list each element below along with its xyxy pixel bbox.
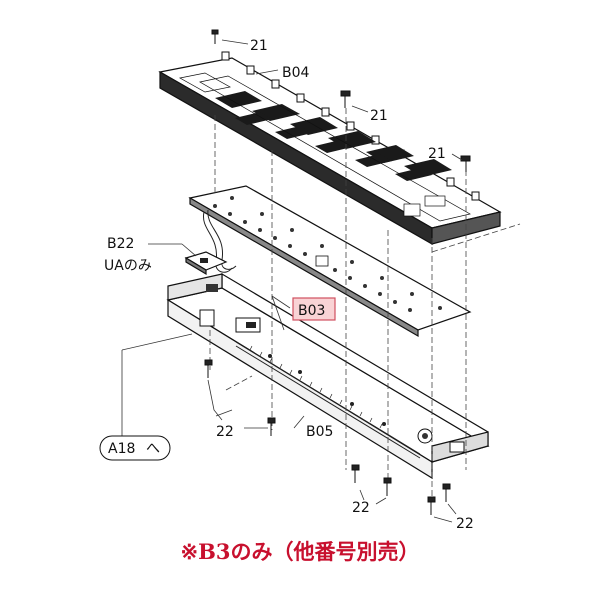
ref-a18-label: A18 <box>108 441 135 457</box>
screw-22-label-b: 22 <box>352 500 370 516</box>
alignment-lines <box>209 108 521 500</box>
board-b22-label: B22 <box>107 236 134 252</box>
chassis-b05 <box>166 272 490 480</box>
screw-22-label-c: 22 <box>456 516 474 532</box>
top-panel-b04 <box>158 51 502 246</box>
ref-a18-callout: A18 へ <box>99 435 171 461</box>
arrow-icon: へ <box>146 441 160 457</box>
small-board-b22 <box>184 251 228 276</box>
screw-21-label-b: 21 <box>370 108 388 124</box>
ua-only-label: UAのみ <box>104 258 152 274</box>
board-b03-label: B03 <box>298 303 325 319</box>
screw-21-label-c: 21 <box>428 146 446 162</box>
screw-22-label-a: 22 <box>216 424 234 440</box>
leader-lines <box>121 39 463 523</box>
main-board-b03 <box>188 185 472 338</box>
chassis-b05-label: B05 <box>306 424 333 440</box>
b03-highlight: B03 <box>292 297 336 321</box>
screw-21-label-a: 21 <box>250 38 268 54</box>
caption-note: ※B3のみ（他番号別売） <box>180 539 420 564</box>
screws <box>204 29 471 515</box>
panel-b04-label: B04 <box>282 65 310 81</box>
